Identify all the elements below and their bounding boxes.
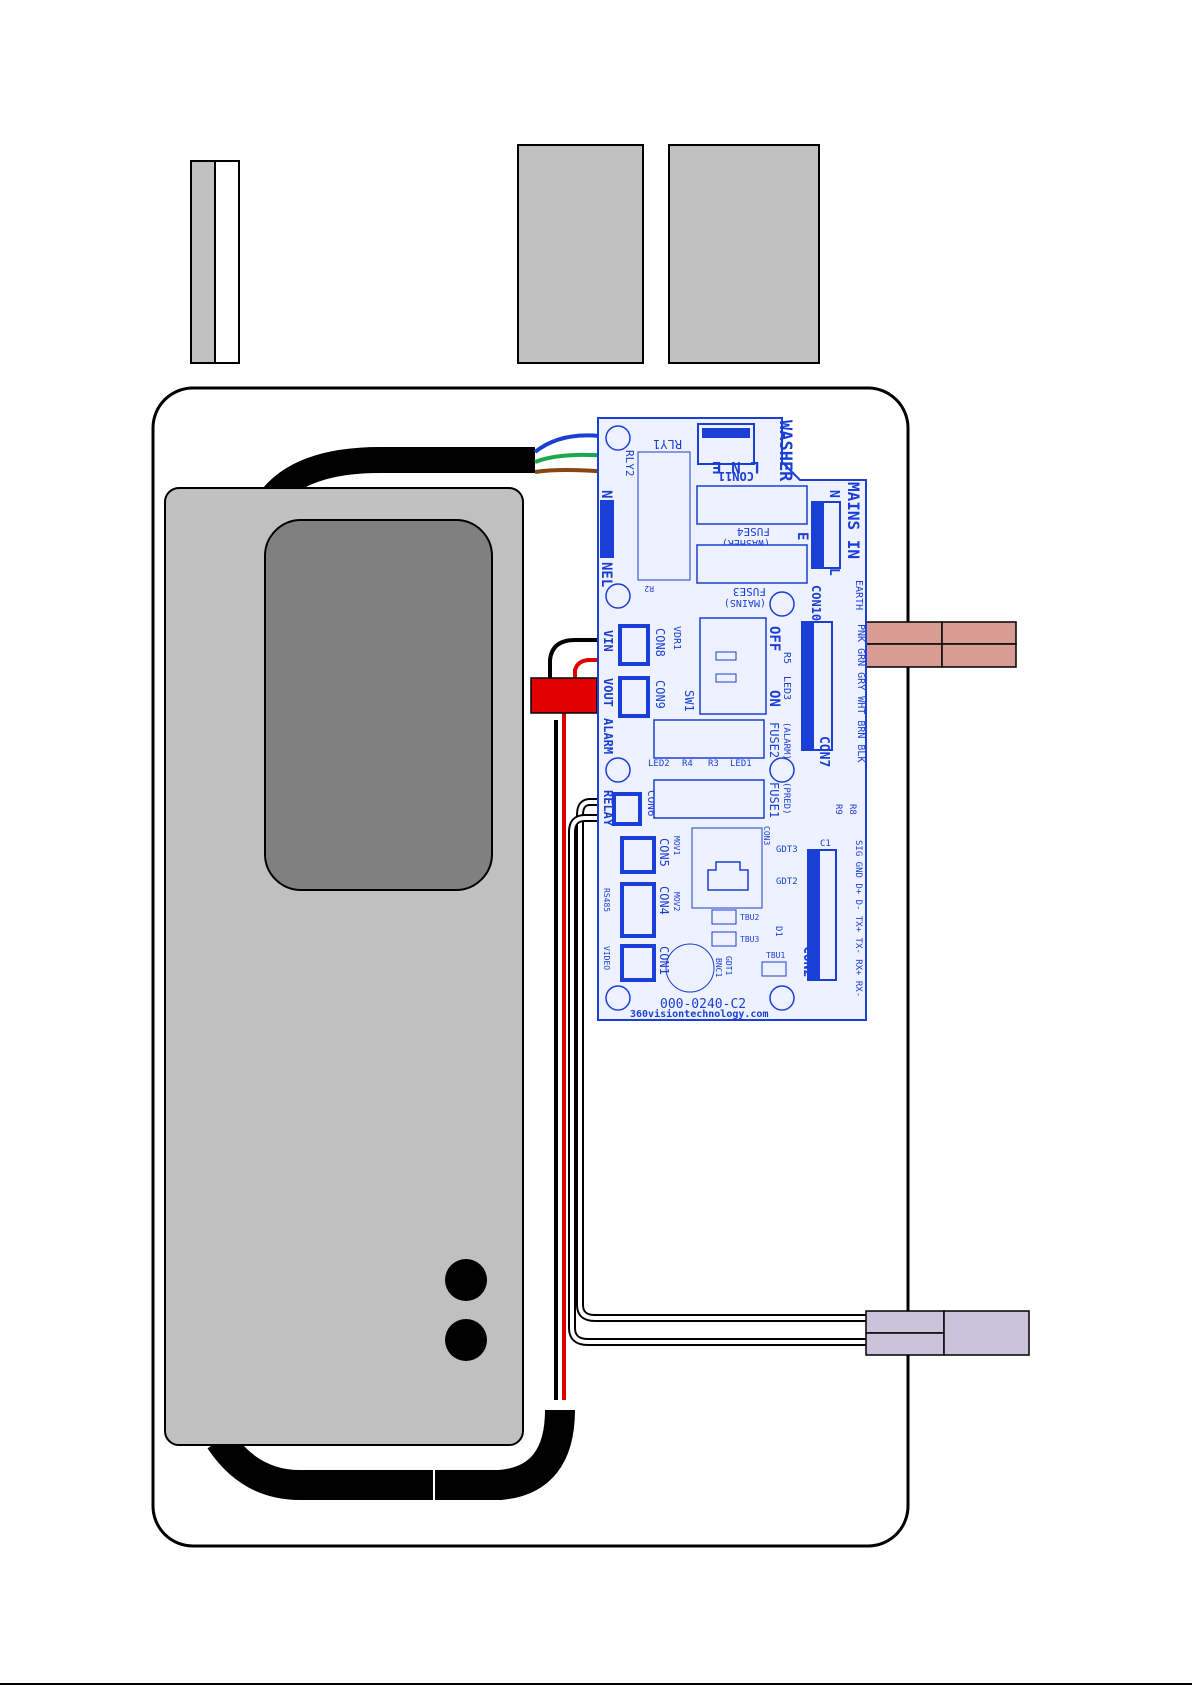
pcb-label-relay: RELAY — [601, 790, 615, 827]
pcb-label-rly2: RLY2 — [623, 450, 636, 477]
fuse1 — [653, 779, 765, 819]
bottom-black-cable — [207, 1409, 575, 1500]
pcb-label-r2: R2 — [644, 584, 654, 593]
fuse3 — [696, 544, 808, 584]
fuse2 — [653, 719, 765, 759]
pcb-label-c1: C1 — [820, 839, 831, 849]
tbu2 — [711, 909, 737, 925]
psu-knob-1 — [445, 1259, 487, 1301]
pcb-label-r3: R3 — [708, 759, 719, 769]
wire-black-vin — [548, 638, 600, 680]
pcb-label-con7-pins: PNK GRN GRY WHT BRN BLK — [855, 624, 866, 762]
pcb-label-led1: LED1 — [730, 759, 752, 769]
top-components — [190, 144, 820, 364]
pcb-label-gdt2: GDT2 — [776, 877, 798, 887]
pcb-label-tbu1: TBU1 — [766, 951, 785, 960]
pcb-label-rly1: RLY1 — [653, 437, 682, 451]
wire-signal-1-core — [578, 800, 870, 1320]
pcb-label-lne: L N E — [712, 458, 760, 477]
wire-signal-2-core — [570, 816, 870, 1344]
pcb-label-e: E — [794, 532, 810, 540]
pcb-label-nel: NEL — [598, 562, 614, 587]
bnc1 — [665, 943, 715, 993]
pcb-label-led3: LED3 — [781, 676, 792, 700]
psu-knob-2 — [445, 1319, 487, 1361]
tbu1 — [761, 961, 787, 977]
pcb-label-fuse4-sub: (WASHER) — [722, 537, 770, 548]
wire-red-vin — [573, 658, 600, 680]
pcb-board: WASHER CON11 L N E RLY1 RLY2 N NEL FUSE4… — [597, 417, 867, 1021]
pcb-label-con10: CON10 — [809, 585, 823, 621]
pcb-label-alarm: ALARM — [601, 718, 615, 754]
pcb-label-gdt3: GDT3 — [776, 845, 798, 855]
pcb-label-con5: CON5 — [657, 838, 671, 867]
rly2-outline — [637, 451, 691, 581]
video-plug — [865, 1310, 1030, 1356]
pcb-label-con2: CON2 — [800, 946, 815, 977]
nel-connector — [600, 500, 614, 558]
pcb-label-earth: EARTH — [853, 580, 864, 610]
pcb-label-con2-pins: SIG GND D+ D- TX+ TX- RX+ RX- — [853, 840, 863, 997]
pcb-label-r4: R4 — [682, 759, 693, 769]
pcb-label-vout: VOUT — [601, 678, 615, 707]
pcb-label-mov1: MOV1 — [672, 836, 681, 855]
pcb-label-vin: VIN — [601, 630, 615, 652]
thin-strip-right — [214, 160, 240, 364]
pcb-label-con9: CON9 — [653, 680, 667, 709]
pcb-label-r8: R8 — [847, 804, 857, 815]
ethernet-jack — [691, 827, 763, 909]
pcb-label-bnc1: BNC1 — [714, 958, 723, 977]
pcb-label-rs485: RS485 — [602, 888, 611, 912]
pcb-label-mains-in: MAINS IN — [844, 482, 863, 559]
pcb-label-con4: CON4 — [657, 886, 671, 915]
pcb-label-con11: CON11 — [718, 469, 754, 483]
pcb-label-fuse1-sub: (PRED) — [781, 782, 791, 815]
sw1 — [699, 617, 767, 715]
grey-block-1 — [517, 144, 644, 364]
pcb-label-con7: CON7 — [816, 736, 831, 767]
pcb-label-n-left: N — [598, 490, 614, 498]
pcb-label-led2: LED2 — [648, 759, 670, 769]
pcb-label-r9: R9 — [833, 804, 843, 815]
pcb-label-n-right: N — [826, 490, 841, 498]
pcb-label-con1: CON1 — [657, 946, 671, 975]
pcb-label-con3: CON3 — [762, 826, 771, 845]
pcb-label-vdr1: VDR1 — [671, 626, 682, 650]
pcb-label-fuse2: FUSE2 — [767, 722, 781, 758]
pcb-label-washer: WASHER — [775, 420, 795, 482]
pcb-label-video: VIDEO — [602, 946, 611, 970]
pcb-label-fuse1: FUSE1 — [767, 782, 781, 818]
pcb-label-r5: R5 — [781, 652, 792, 664]
thin-strip-left — [190, 160, 216, 364]
pcb-label-off: OFF — [766, 626, 782, 651]
pcb-label-tbu3: TBU3 — [740, 935, 759, 944]
pcb-label-gdt1: GDT1 — [724, 956, 733, 975]
pcb-label-tbu2: TBU2 — [740, 913, 759, 922]
red-plug — [530, 677, 598, 714]
pcb-label-fuse2-sub: (ALARM) — [781, 722, 791, 760]
pcb-label-d1: D1 — [773, 926, 783, 937]
pcb-website: 360visiontechnology.com — [630, 1008, 768, 1020]
psu-panel — [264, 519, 493, 891]
pcb-board-id: 000-0240-C2 — [660, 997, 746, 1012]
pcb-label-con8: CON8 — [653, 628, 667, 657]
mounting-holes — [605, 425, 795, 1011]
grey-block-2 — [668, 144, 820, 364]
pcb-label-mov2: MOV2 — [672, 892, 681, 911]
pcb-label-on: ON — [766, 690, 782, 707]
fuse4 — [696, 485, 808, 525]
pcb-label-fuse4: FUSE4 — [737, 525, 770, 538]
pcb-label-sw1: SW1 — [682, 690, 696, 712]
tbu3 — [711, 931, 737, 947]
pcb-label-l: L — [826, 568, 841, 576]
mains-plug — [865, 621, 1017, 668]
pcb-label-fuse3-sub: (MAINS) — [724, 597, 766, 608]
pcb-label-fuse3: FUSE3 — [733, 585, 766, 598]
